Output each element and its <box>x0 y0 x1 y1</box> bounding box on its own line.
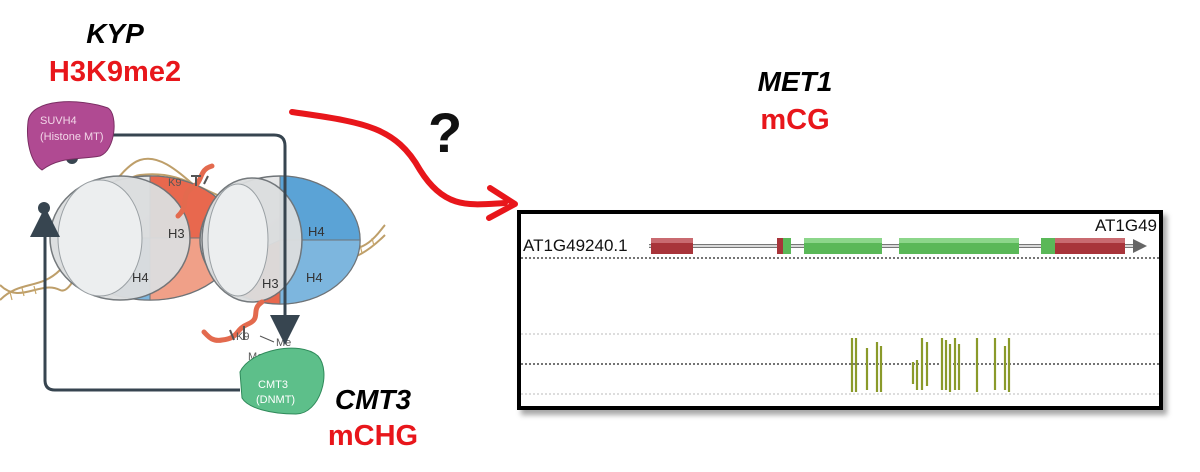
histone-h4-label-right-lower: H4 <box>306 270 323 285</box>
suvh4-role: (Histone MT) <box>40 131 104 143</box>
cmt3-enzyme: CMT3 (DNMT) <box>239 347 325 415</box>
gene-track <box>521 238 1159 395</box>
cmt3-enzyme-role: (DNMT) <box>256 394 295 406</box>
genome-browser-panel: AT1G49240.1 AT1G49 <box>517 210 1163 410</box>
k9-bottom-label: K9 <box>236 331 249 343</box>
met1-gene-label: MET1 <box>757 66 833 97</box>
k9-top-marker <box>191 175 209 186</box>
cmt3-enzyme-name: CMT3 <box>258 379 288 391</box>
suvh4-enzyme: SUVH4 (Histone MT) <box>27 101 115 171</box>
k9-top-label: K9 <box>168 177 181 189</box>
kyp-mark-label: H3K9me2 <box>48 56 182 88</box>
me-label-right: Me <box>276 337 291 349</box>
exon-1 <box>783 238 791 254</box>
cmt3-mark-label: mCHG <box>327 420 419 452</box>
exon-4 <box>1041 238 1055 254</box>
met1-mark-label: mCG <box>760 104 830 136</box>
nucleosome-right: H4 H4 H3 <box>199 175 361 305</box>
methylation-track <box>850 338 1011 392</box>
strand-arrow-icon <box>1133 239 1147 253</box>
gene-label-right: AT1G49 <box>1094 216 1157 235</box>
histone-h4-label-right: H4 <box>308 224 325 239</box>
gene-label: AT1G49240.1 <box>523 236 628 255</box>
histone-tail-top <box>175 163 215 219</box>
histone-tail-bottom <box>201 299 265 343</box>
suvh4-name: SUVH4 <box>40 115 77 127</box>
loop-arrow-bottom <box>30 207 240 392</box>
histone-h3-label-right: H3 <box>262 276 279 291</box>
histone-h4-label: H4 <box>132 270 149 285</box>
kyp-gene-label: KYP <box>86 18 144 49</box>
anchor-dot-left <box>38 202 50 214</box>
cmt3-gene-label: CMT3 <box>334 384 412 415</box>
utr-segment <box>777 238 783 254</box>
histone-h3-label: H3 <box>168 226 185 241</box>
k9-bottom-marker <box>229 326 245 341</box>
chromatin-diagram: H3 H4 H4 H4 H3 K9 K9 Me Me SUVH4 (Histon… <box>0 101 386 415</box>
